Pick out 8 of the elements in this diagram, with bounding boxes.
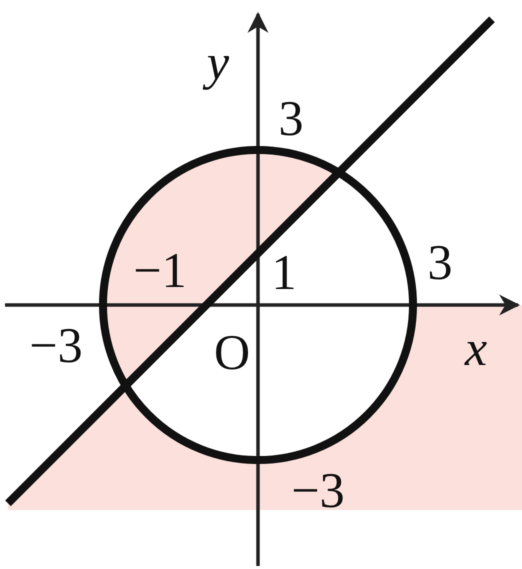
tick-label: 1: [272, 247, 296, 297]
tick-label: O: [214, 327, 250, 377]
tick-label: −1: [133, 245, 187, 295]
tick-label: −3: [291, 465, 345, 515]
tick-label: −3: [29, 320, 83, 370]
tick-label: 3: [428, 237, 452, 287]
tick-label: 3: [278, 93, 304, 143]
axis-label: x: [464, 323, 488, 373]
